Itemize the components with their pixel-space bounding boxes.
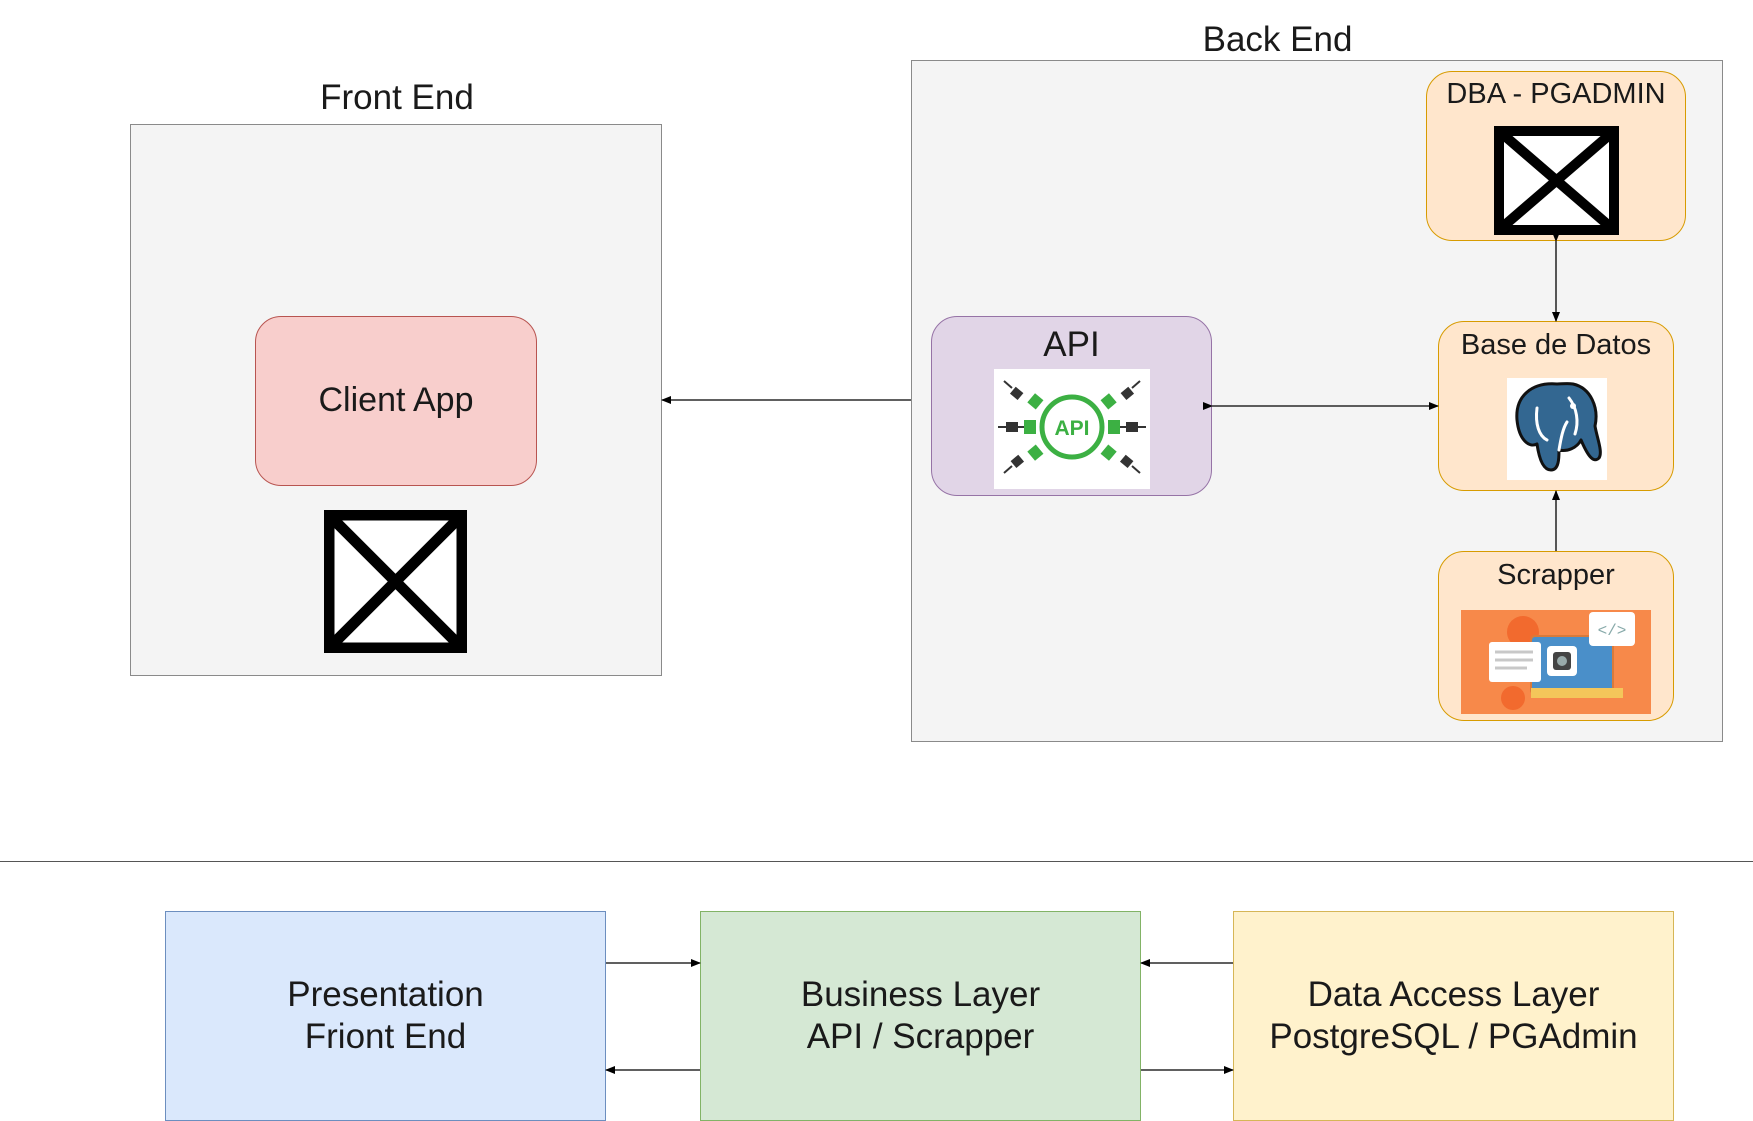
presentation-layer-line2: Friont End — [304, 1017, 467, 1056]
scrapper-box[interactable]: Scrapper </> — [1438, 551, 1674, 721]
web-scraper-illustration-icon: </> — [1461, 610, 1651, 714]
front-end-title: Front End — [320, 78, 474, 117]
svg-text:</>: </> — [1598, 622, 1627, 640]
section-divider — [0, 861, 1753, 862]
client-app-box[interactable]: Client App — [255, 316, 537, 486]
scrapper-label: Scrapper — [1497, 559, 1615, 591]
dba-pgadmin-box[interactable]: DBA - PGADMIN — [1426, 71, 1686, 241]
business-layer-line2: API / Scrapper — [806, 1017, 1035, 1056]
back-end-title: Back End — [1202, 20, 1353, 59]
api-box[interactable]: API API — [931, 316, 1212, 496]
dba-pgadmin-label: DBA - PGADMIN — [1446, 78, 1666, 110]
broken-image-icon — [323, 509, 468, 654]
api-label: API — [1043, 325, 1100, 364]
data-access-layer-line2: PostgreSQL / PGAdmin — [1269, 1017, 1638, 1056]
api-plug-icon: API — [994, 369, 1150, 489]
data-access-layer-box[interactable]: Data Access Layer PostgreSQL / PGAdmin — [1233, 911, 1674, 1121]
presentation-layer-box[interactable]: Presentation Friont End — [165, 911, 606, 1121]
business-layer-line1: Business Layer — [800, 975, 1041, 1014]
broken-image-icon — [1494, 126, 1619, 235]
data-access-layer-line1: Data Access Layer — [1307, 975, 1600, 1014]
base-de-datos-label: Base de Datos — [1460, 329, 1652, 361]
base-de-datos-box[interactable]: Base de Datos — [1438, 321, 1674, 491]
presentation-layer-line1: Presentation — [287, 975, 484, 1014]
business-layer-box[interactable]: Business Layer API / Scrapper — [700, 911, 1141, 1121]
postgresql-elephant-icon — [1507, 378, 1607, 480]
api-icon-text: API — [1054, 417, 1089, 440]
client-app-label: Client App — [318, 381, 474, 419]
